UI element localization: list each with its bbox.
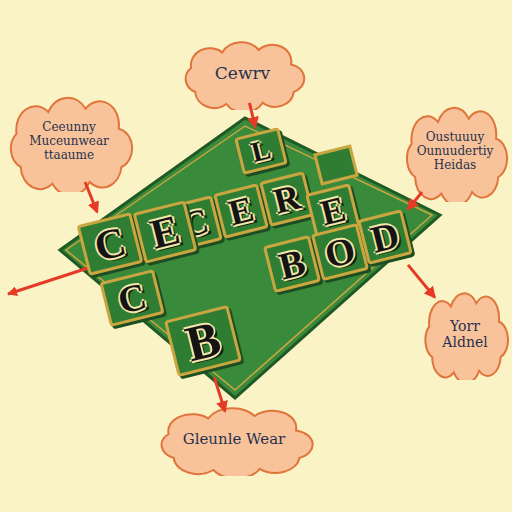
cloud-callout: Oustuuuy Ounuudertiy Heidas [398,102,512,202]
blank-tile [315,146,357,184]
tile-letter: O [321,230,359,274]
cloud-callout: Ceeunny Muceunwear ttaaume [0,92,138,192]
red-arrow [214,377,225,411]
cloud-outline [186,42,305,110]
cloud-callout: Gleunle Wear [148,404,320,476]
callout-text: Gleunle Wear [169,431,300,448]
tile-letter: D [367,215,403,259]
callout-text: Cewrv [201,64,284,84]
tile-letter: C [90,220,130,268]
callout-text: Ceeunny Muceunwear ttaaume [0,121,138,162]
cloud-outline [162,408,313,476]
red-arrow [408,192,422,209]
tile-letter: R [270,178,304,219]
cloud-callout: Cewrv [175,38,310,110]
red-arrow [408,265,435,297]
tile-letter: B [275,242,309,285]
tile-letter: E [146,208,183,256]
callout-text: Yorr Aldnel [418,318,512,350]
callout-text: Oustuuuy Ounuudertiy Heidas [398,131,512,172]
tile-letter: B [181,313,225,370]
tile-letter: C [114,276,150,320]
tile-letter: L [249,135,274,167]
cloud-callout: Yorr Aldnel [418,288,512,380]
tile-letter: E [225,191,257,232]
leader-arrow [8,268,88,294]
